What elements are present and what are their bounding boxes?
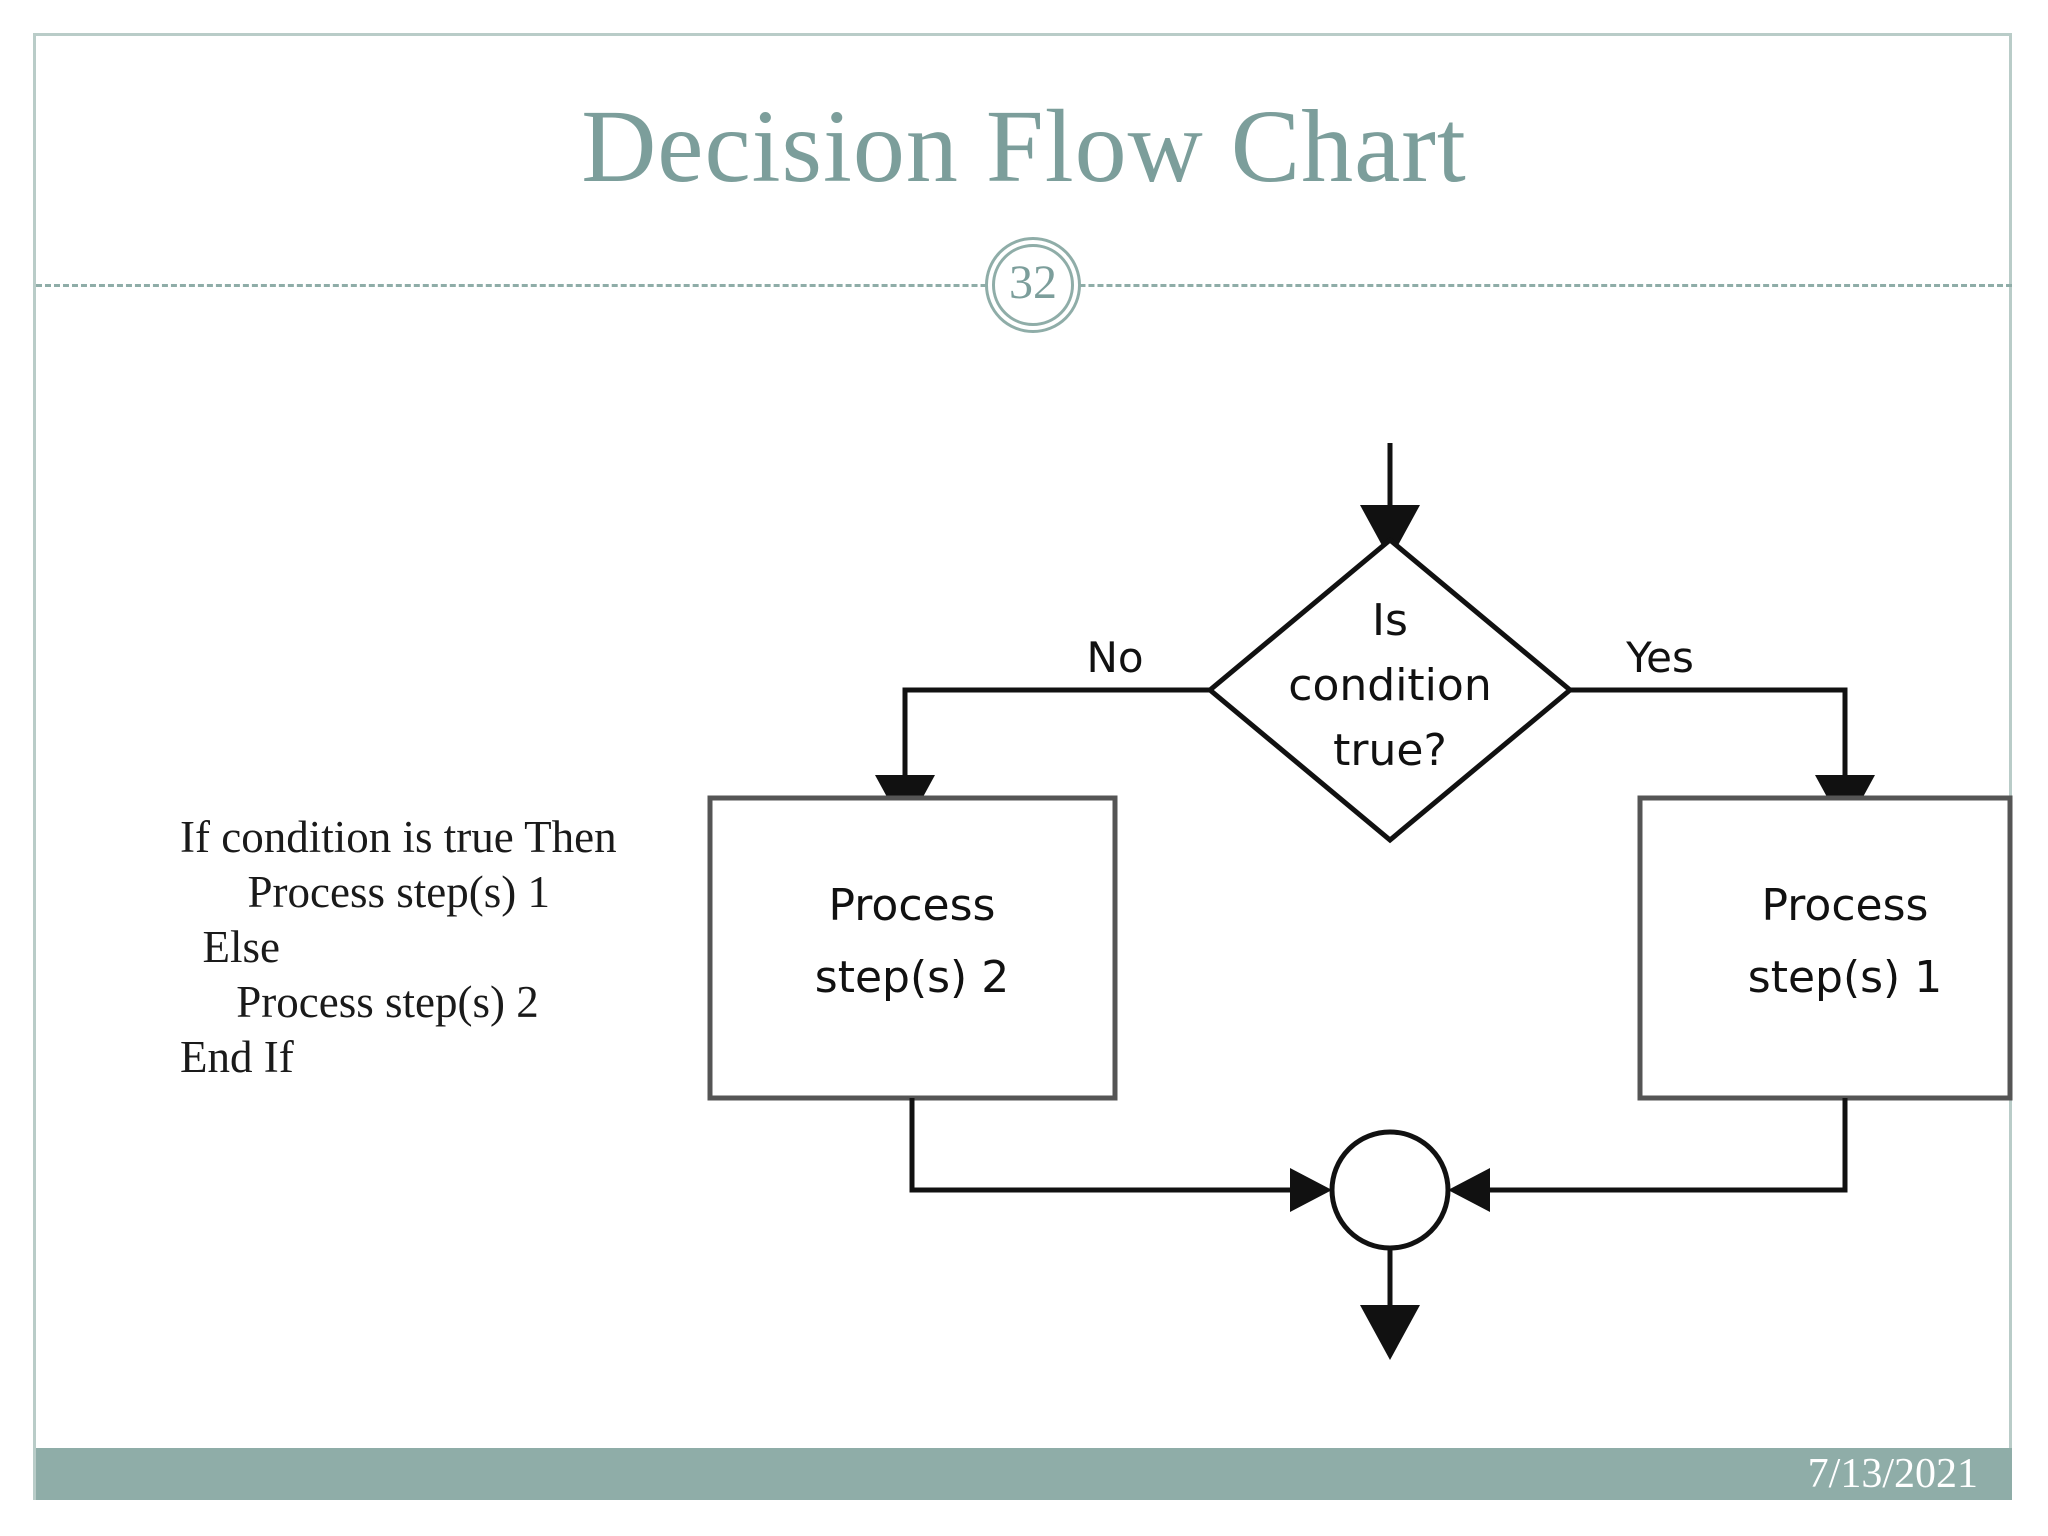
footer-date: 7/13/2021 xyxy=(1807,1451,1978,1497)
pseudocode-block: If condition is true Then Process step(s… xyxy=(180,810,700,1084)
decision-line-2: condition xyxy=(1288,660,1491,711)
process-2-line-1: Process xyxy=(829,880,996,931)
process-1-line-1: Process xyxy=(1762,880,1929,931)
process-2-line-2: step(s) 2 xyxy=(815,952,1009,1003)
pseudocode-line-3: Else xyxy=(180,921,280,972)
edge-process-1-to-merge xyxy=(1448,1098,1848,1212)
node-process-2: Process step(s) 2 xyxy=(707,795,1118,1101)
badge-inner-ring xyxy=(992,244,1074,326)
node-decision: Is condition true? xyxy=(1206,536,1574,844)
node-merge xyxy=(1329,1129,1451,1251)
edge-label-no: No xyxy=(1086,633,1143,682)
decision-line-3: true? xyxy=(1333,725,1447,776)
slide-number-badge: 32 xyxy=(985,237,1081,333)
slide-number: 32 xyxy=(1009,256,1057,309)
node-process-1: Process step(s) 1 xyxy=(1637,795,2013,1101)
edge-label-yes: Yes xyxy=(1625,633,1694,682)
pseudocode-line-1: If condition is true Then xyxy=(180,812,617,862)
edge-decision-to-process-2: No xyxy=(875,633,1210,830)
page-title: Decision Flow Chart xyxy=(581,89,1467,204)
edge-decision-to-process-1: Yes xyxy=(1570,633,1875,830)
pseudocode-line-4: Process step(s) 2 xyxy=(180,976,539,1027)
pseudocode-line-2: Process step(s) 1 xyxy=(180,866,550,917)
decision-line-1: Is xyxy=(1372,595,1408,646)
footer-bar xyxy=(36,1448,2012,1500)
process-1-line-2: step(s) 1 xyxy=(1748,952,1942,1003)
edge-process-2-to-merge xyxy=(909,1098,1332,1212)
pseudocode-line-5: End If xyxy=(180,1031,294,1082)
